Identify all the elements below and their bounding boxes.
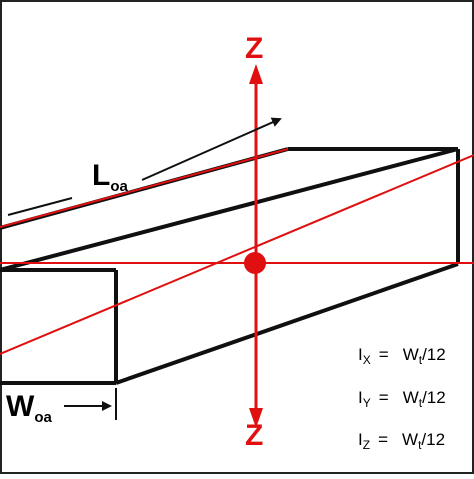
beam-bottom-edge: [115, 262, 459, 385]
y-axis-line: [0, 154, 474, 355]
width-label: Woa: [6, 390, 52, 426]
length-dimension-arrow: [141, 117, 282, 181]
inertia-formulas: IX=Wt/12 IY=Wt/12 IZ=Wt/12: [358, 345, 446, 452]
formula-iy: IY=Wt/12: [358, 388, 446, 410]
length-dimension-line-left: [7, 197, 73, 216]
z-axis-label-bottom: Z: [245, 419, 263, 452]
formula-iz: IZ=Wt/12: [358, 430, 445, 452]
centroid-axes: [0, 72, 474, 420]
centroid-point: [244, 252, 266, 274]
z-axis-down-arrowhead: [249, 408, 263, 428]
z-axis-up-arrowhead: [249, 64, 263, 84]
length-label: Loa: [92, 159, 128, 195]
formula-ix: IX=Wt/12: [358, 345, 446, 367]
z-axis-label-top: Z: [245, 32, 263, 65]
beam-outline: [0, 147, 460, 385]
beam-top-front-edge: [0, 147, 459, 272]
top-edge-red-line: [0, 148, 289, 228]
